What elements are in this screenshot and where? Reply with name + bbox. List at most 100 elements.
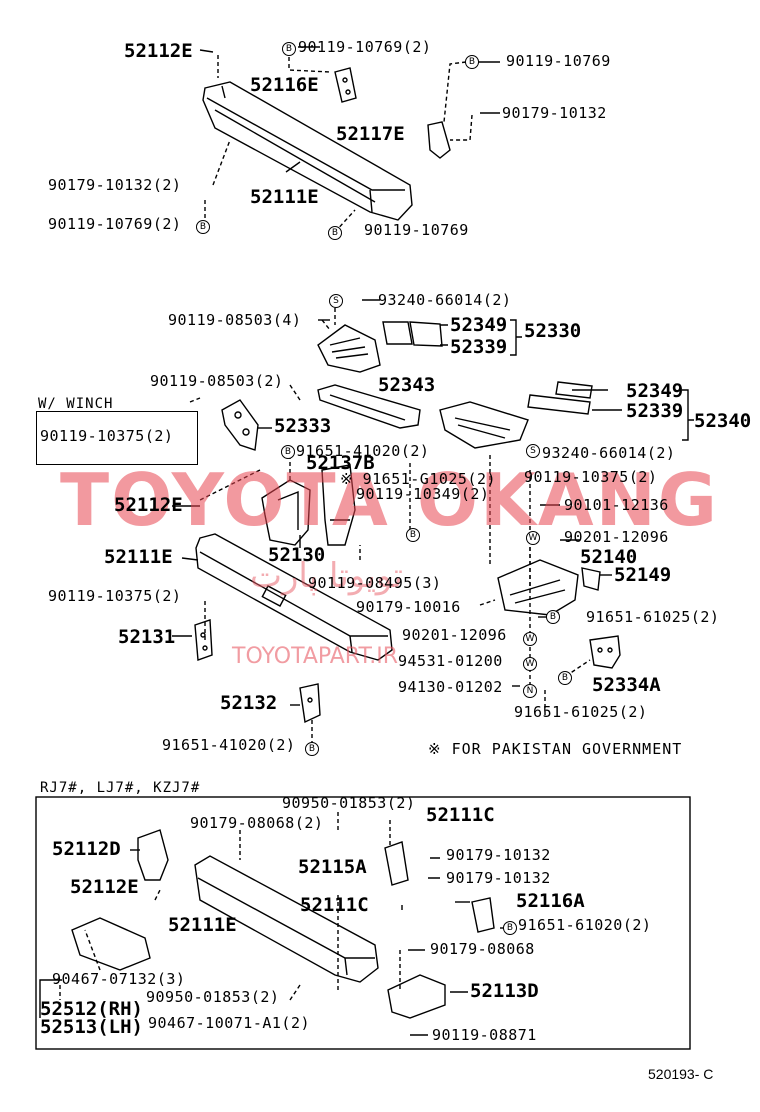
diagram-code: 520193- C [648,1066,714,1082]
marker-b: B [282,42,296,56]
bracket-52112D [137,829,169,881]
part-label: 52340 [694,410,752,432]
part-label: 91651-61025(2) [586,608,720,626]
part-label: 90119-08495(3) [308,574,442,592]
skid-plate-52330 [317,324,381,373]
part-label: 94531-01200 [398,652,503,670]
bracket-52137B [321,464,356,546]
part-label: 90119-10349(2) [356,485,490,503]
part-label: 90119-08503(4) [168,311,302,329]
bracket-52334A [589,635,621,669]
part-label: 90179-08068(2) [190,814,324,832]
part-label: 52149 [614,564,672,586]
bracket-52140 [497,559,579,616]
skid-plate-52340 [439,401,529,449]
pakistan-note: ※ FOR PAKISTAN GOVERNMENT [428,740,683,758]
marker-b: B [546,610,560,624]
front-bumper-middle [195,533,393,661]
bracket-52115A [384,841,409,886]
marker-s: S [526,444,540,458]
top-leaders [204,50,473,233]
pad-52349-a [382,321,413,345]
winch-box [36,411,198,465]
part-label: 90119-10769(2) [48,215,182,233]
watermark-sub: TOYOTAPART.IR [232,644,399,669]
part-label: 90119-10375(2) [524,468,658,486]
marker-w: W [523,632,537,646]
winch-part-label: 90119-10375(2) [40,427,174,445]
marker-b: B [558,671,572,685]
part-label: 52112D [52,838,121,860]
part-label: 52343 [378,374,436,396]
bracket-52130 [261,479,311,546]
bracket-52116E [334,67,357,103]
part-label: 91651-41020(2) [296,442,430,460]
part-label: 90950-01853(2) [282,794,416,812]
skid-plate-52343 [317,384,421,429]
part-label: ※ 91651-G1025(2) [340,470,497,488]
marker-w: W [523,657,537,671]
part-label: 90179-10132 [446,846,551,864]
marker-n: N [523,684,537,698]
variant-frame [35,796,691,1050]
part-label: 52115A [298,856,367,878]
part-label: 90179-10132(2) [48,176,182,194]
part-label: 90119-08503(2) [150,372,284,390]
part-label: 90201-12096 [564,528,669,546]
bracket-52149 [581,567,601,591]
part-label: 90119-08871 [432,1026,537,1044]
part-label: 52137B [306,452,375,474]
part-label: 52333 [274,415,332,437]
part-label: 90467-10071-A1(2) [148,1014,311,1032]
part-label: 91651-41020(2) [162,736,296,754]
marker-b: B [406,528,420,542]
part-label: 90119-10375(2) [48,587,182,605]
part-label: 52116E [250,74,319,96]
marker-w: W [526,531,540,545]
part-label: 52334A [592,674,661,696]
part-label: 52116A [516,890,585,912]
part-label: 52111E [104,546,173,568]
pad-52339-a [409,321,443,347]
part-label: 91651-61025(2) [514,703,648,721]
part-label: 52132 [220,692,278,714]
watermark-persian: تویوتا پارت [250,556,403,596]
marker-b: B [503,921,517,935]
marker-b: B [281,445,295,459]
part-label: 52339 [450,336,508,358]
bracket-52132 [299,683,321,724]
part-label: 52112E [114,494,183,516]
part-label: 90179-10132 [446,869,551,887]
part-label: 90179-08068 [430,940,535,958]
part-label: 52140 [580,546,638,568]
part-label: 52111C [300,894,369,916]
part-label: 90179-10016 [356,598,461,616]
bracket-52333 [221,399,259,451]
part-label: 52339 [626,400,684,422]
marker-b: B [196,220,210,234]
part-label: 90467-07132(3) [52,970,186,988]
part-label: 93240-66014(2) [542,444,676,462]
front-bumper-bottom [194,855,379,983]
part-label: 94130-01202 [398,678,503,696]
front-bumper-top [202,81,413,221]
pad-52349-b [555,381,593,399]
part-label: 93240-66014(2) [378,291,512,309]
part-label: 90119-10769 [506,52,611,70]
part-label: 90119-10769 [364,221,469,239]
part-label: 52349 [626,380,684,402]
part-label: 52349 [450,314,508,336]
winch-label: W/ WINCH [38,396,114,412]
part-label: 90950-01853(2) [146,988,280,1006]
mud-guard-52512 [71,917,151,971]
marker-b: B [465,55,479,69]
bracket-52117E [427,121,451,159]
part-label: 52112E [124,40,193,62]
pad-52339-b [527,394,591,415]
marker-b: B [305,742,319,756]
part-label: 52131 [118,626,176,648]
bracket-52131 [194,619,213,661]
part-label: 52112E [70,876,139,898]
